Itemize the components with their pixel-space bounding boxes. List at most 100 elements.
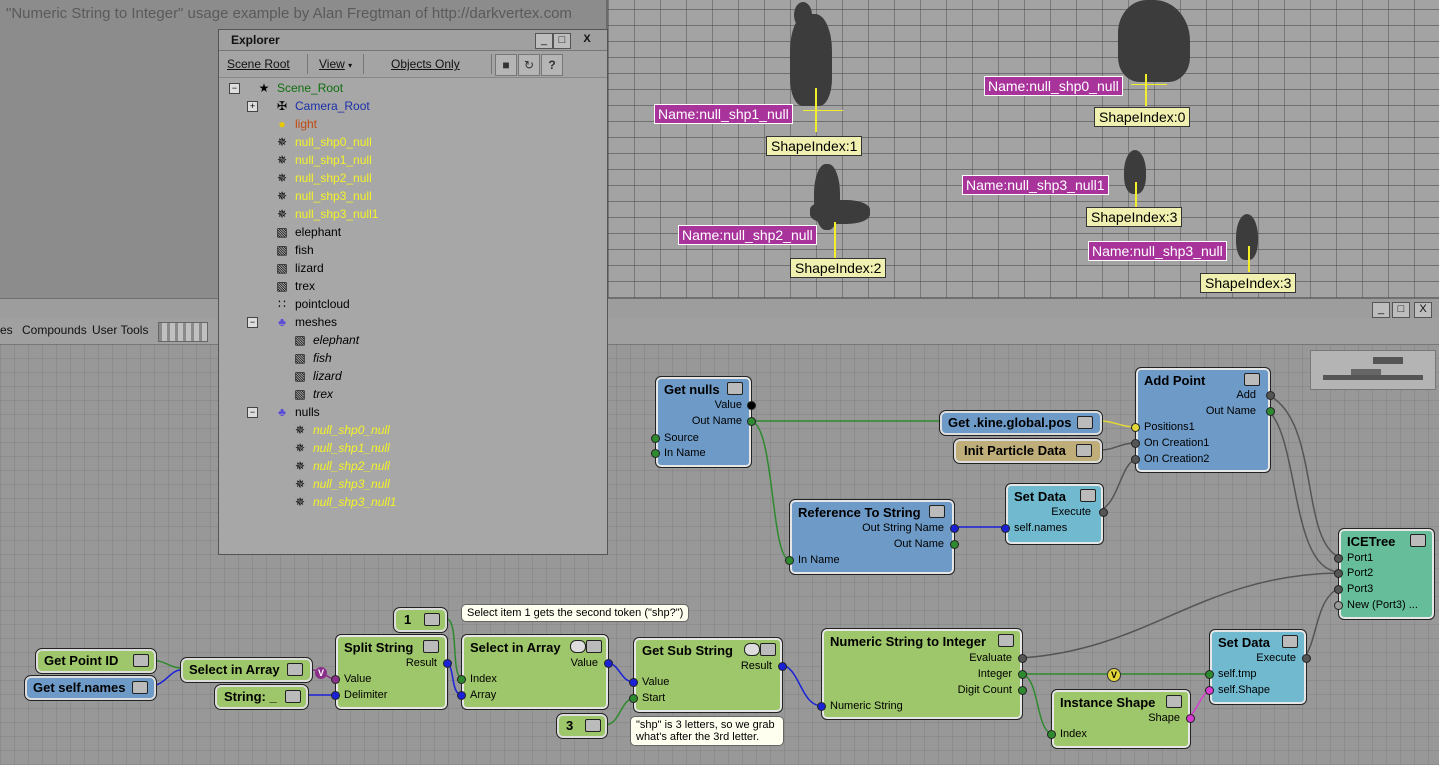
tree-item[interactable]: ✵null_shp0_null bbox=[293, 421, 390, 439]
trex-mesh[interactable] bbox=[790, 14, 832, 106]
tree-item[interactable]: ▧fish bbox=[293, 349, 331, 367]
port-dot[interactable] bbox=[1334, 601, 1343, 610]
integer-constant-node[interactable]: 3 bbox=[556, 713, 608, 739]
fish-mesh[interactable] bbox=[1236, 214, 1258, 260]
get-sub-string-node[interactable]: Get Sub String Result Value Start bbox=[629, 637, 787, 713]
integer-constant-node[interactable]: 1 bbox=[393, 607, 448, 633]
maximize-button[interactable]: □ bbox=[553, 33, 571, 49]
node-collapse-icon[interactable] bbox=[133, 654, 149, 667]
port-dot[interactable] bbox=[629, 678, 638, 687]
expand-toggle-icon[interactable]: − bbox=[247, 317, 258, 328]
tree-item[interactable]: ✵null_shp3_null bbox=[275, 187, 372, 205]
icetree-node[interactable]: ICETree Port1 Port2 Port3 New (Port3) ..… bbox=[1334, 528, 1435, 620]
node-collapse-icon[interactable] bbox=[423, 640, 439, 653]
node-collapse-icon[interactable] bbox=[132, 681, 148, 694]
scope-dropdown[interactable]: Scene Root bbox=[227, 54, 308, 74]
node-collapse-icon[interactable] bbox=[586, 640, 602, 653]
port-dot[interactable] bbox=[785, 556, 794, 565]
port-dot[interactable] bbox=[457, 675, 466, 684]
node-collapse-icon[interactable] bbox=[424, 613, 440, 626]
set-data-shape-node[interactable]: Set Data Execute self.tmp self.Shape bbox=[1205, 629, 1311, 705]
port-dot[interactable] bbox=[1186, 714, 1195, 723]
node-collapse-icon[interactable] bbox=[998, 634, 1014, 647]
tree-item[interactable]: −♣nulls bbox=[247, 403, 320, 421]
get-self-names-node[interactable]: Get self.names bbox=[24, 675, 157, 701]
tree-item[interactable]: −★Scene_Root bbox=[229, 79, 343, 97]
node-collapse-icon[interactable] bbox=[929, 505, 945, 518]
port-dot[interactable] bbox=[1047, 730, 1056, 739]
tree-item[interactable]: ✵null_shp1_null bbox=[293, 439, 390, 457]
port-dot[interactable] bbox=[629, 694, 638, 703]
view-dropdown[interactable]: View ▾ bbox=[319, 54, 364, 74]
maximize-button[interactable]: □ bbox=[1392, 302, 1410, 318]
tree-item[interactable]: ▧elephant bbox=[275, 223, 341, 241]
port-dot[interactable] bbox=[1001, 524, 1010, 533]
elephant-mesh[interactable] bbox=[1118, 0, 1190, 82]
port-dot[interactable] bbox=[778, 662, 787, 671]
node-collapse-icon[interactable] bbox=[287, 663, 303, 676]
node-collapse-icon[interactable] bbox=[285, 690, 301, 703]
node-collapse-icon[interactable] bbox=[760, 643, 776, 656]
init-particle-data-node[interactable]: Init Particle Data bbox=[953, 438, 1103, 464]
port-dot[interactable] bbox=[817, 702, 826, 711]
graph-navigator-minimap[interactable] bbox=[1310, 350, 1436, 390]
port-dot[interactable] bbox=[1131, 455, 1140, 464]
node-collapse-icon[interactable] bbox=[1244, 373, 1260, 386]
lock-icon[interactable]: ■ bbox=[495, 54, 517, 76]
tree-item[interactable]: ✵null_shp2_null bbox=[275, 169, 372, 187]
select-in-array-token-node[interactable]: Select in Array Value Index Array bbox=[457, 634, 613, 710]
help-icon[interactable]: ? bbox=[541, 54, 563, 76]
tree-item[interactable]: ✵null_shp3_null bbox=[293, 475, 390, 493]
set-data-names-node[interactable]: Set Data Execute self.names bbox=[1001, 483, 1108, 545]
tree-item[interactable]: ●light bbox=[275, 115, 317, 133]
tree-item[interactable]: ∷pointcloud bbox=[275, 295, 350, 313]
minimize-button[interactable]: _ bbox=[1372, 302, 1390, 318]
port-dot[interactable] bbox=[1334, 569, 1343, 578]
node-collapse-icon[interactable] bbox=[1076, 444, 1092, 457]
instance-shape-node[interactable]: Instance Shape Shape Index bbox=[1047, 689, 1195, 749]
toolbar-grip[interactable] bbox=[158, 322, 208, 342]
port-dot[interactable] bbox=[1018, 670, 1027, 679]
get-kine-global-pos-node[interactable]: Get .kine.global.pos bbox=[939, 410, 1103, 436]
port-dot[interactable] bbox=[1205, 670, 1214, 679]
panel-splitter[interactable]: _ □ X bbox=[0, 298, 1439, 319]
port-dot[interactable] bbox=[747, 401, 756, 410]
node-collapse-icon[interactable] bbox=[1077, 416, 1093, 429]
port-dot[interactable] bbox=[651, 434, 660, 443]
tree-item[interactable]: ▧trex bbox=[275, 277, 315, 295]
node-collapse-icon[interactable] bbox=[1410, 534, 1426, 547]
tree-item[interactable]: +✠Camera_Root bbox=[247, 97, 370, 115]
reference-to-string-node[interactable]: Reference To String Out String Name Out … bbox=[785, 499, 959, 575]
port-dot[interactable] bbox=[331, 691, 340, 700]
comment-icon[interactable] bbox=[570, 640, 586, 653]
port-dot[interactable] bbox=[747, 417, 756, 426]
tree-item[interactable]: ▧lizard bbox=[293, 367, 341, 385]
port-dot[interactable] bbox=[443, 659, 452, 668]
port-dot[interactable] bbox=[950, 524, 959, 533]
node-collapse-icon[interactable] bbox=[585, 719, 601, 732]
refresh-icon[interactable]: ↻ bbox=[518, 54, 540, 76]
toolbar-menu-nodes[interactable]: es bbox=[0, 323, 13, 337]
port-dot[interactable] bbox=[950, 540, 959, 549]
port-dot[interactable] bbox=[1131, 439, 1140, 448]
expand-toggle-icon[interactable]: − bbox=[229, 83, 240, 94]
tree-item[interactable]: ✵null_shp2_null bbox=[293, 457, 390, 475]
node-collapse-icon[interactable] bbox=[1282, 635, 1298, 648]
close-button[interactable]: X bbox=[1414, 302, 1432, 318]
node-collapse-icon[interactable] bbox=[727, 382, 743, 395]
tree-item[interactable]: −♣meshes bbox=[247, 313, 337, 331]
comment-icon[interactable] bbox=[744, 643, 760, 656]
toolbar-menu-compounds[interactable]: Compounds bbox=[22, 323, 87, 337]
tree-item[interactable]: ▧fish bbox=[275, 241, 313, 259]
explorer-tree[interactable]: −★Scene_Root+✠Camera_Root●light ✵null_shp… bbox=[219, 78, 607, 548]
split-string-node[interactable]: Split String Result Value Delimiter bbox=[331, 634, 452, 710]
close-button[interactable]: X bbox=[583, 33, 591, 45]
port-dot[interactable] bbox=[1266, 407, 1275, 416]
tree-item[interactable]: ✵null_shp1_null bbox=[275, 151, 372, 169]
port-dot[interactable] bbox=[1266, 391, 1275, 400]
minimize-button[interactable]: _ bbox=[535, 33, 553, 49]
fish-mesh[interactable] bbox=[1124, 150, 1146, 194]
explorer-window[interactable]: Explorer _ □ X Scene Root View ▾ Objects… bbox=[218, 29, 608, 555]
select-in-array-node[interactable]: Select in Array bbox=[180, 657, 313, 683]
port-dot[interactable] bbox=[604, 659, 613, 668]
